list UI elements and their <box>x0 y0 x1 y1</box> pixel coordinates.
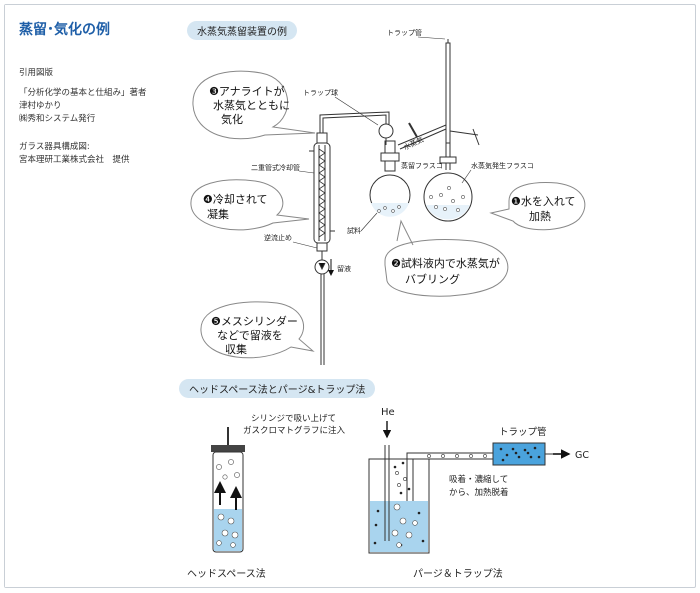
adsorb-line2: から、加熱脱着 <box>449 487 509 498</box>
callout-bubble-3: ❸アナライトが 水蒸気とともに 気化 <box>192 70 316 140</box>
syringe-line2: ガスクロマトグラフに注入 <box>243 425 346 436</box>
cite-line-1: 「分析化学の基本と仕組み」著者 <box>19 88 147 98</box>
label-distillate: 留液 <box>337 264 351 273</box>
gc-label: GC <box>575 450 589 461</box>
label-condenser: 二重管式冷却管 <box>251 163 300 172</box>
section2-title: ヘッドスペース法とパージ&トラップ法 <box>179 379 376 398</box>
trap-tube-label: トラップ管 <box>499 426 547 438</box>
cite-heading: 引用図版 <box>19 68 54 78</box>
bubble4-line1: ❹冷却されて <box>203 193 268 206</box>
condenser <box>313 142 331 244</box>
headspace-label: ヘッドスペース法 <box>187 567 266 580</box>
label-trap-bulb: トラップ球 <box>303 88 338 97</box>
callout-bubble-1: ❶水を入れて 加熱 <box>489 182 586 231</box>
bubble5-line1: ❺メスシリンダー <box>211 314 298 328</box>
he-label: He <box>381 407 395 418</box>
bubble2-line2: バブリング <box>405 272 460 286</box>
bubble1-line2: 加熱 <box>529 210 551 223</box>
bubble3-line2: 水蒸気とともに <box>213 98 290 112</box>
bubble3-line3: 気化 <box>221 112 243 126</box>
diagram-svg: トラップ管 トラップ球 二重管式冷却管 水蒸気 蒸留フラスコ 水蒸気発生フラスコ… <box>187 28 589 580</box>
glass-line: 宮本理研工業株式会社 提供 <box>19 155 130 165</box>
label-check-valve: 逆流止め <box>264 233 292 242</box>
label-steam: 水蒸気 <box>402 135 425 152</box>
callout-bubble-4: ❹冷却されて 凝集 <box>190 179 310 231</box>
headspace-vial <box>211 427 245 553</box>
trap-tube-shape <box>445 42 451 144</box>
bubble3-line1: ❸アナライトが <box>209 84 285 98</box>
sidebar: 蒸留･気化の例 引用図版 「分析化学の基本と仕組み」著者 津村ゆかり ㈱秀和シス… <box>5 5 173 587</box>
glass-heading: ガラス器具構成図: <box>19 142 90 152</box>
label-distillation-flask: 蒸留フラスコ <box>401 161 443 170</box>
purge-trap-label: パージ＆トラップ法 <box>413 567 503 580</box>
bubble1-line1: ❶水を入れて <box>511 195 576 208</box>
main-diagram: 水蒸気蒸留装置の例 ヘッドスペース法とパージ&トラップ法 <box>173 5 695 587</box>
figure-frame: 蒸留･気化の例 引用図版 「分析化学の基本と仕組み」著者 津村ゆかり ㈱秀和シス… <box>4 4 696 588</box>
cite-line-3: ㈱秀和システム発行 <box>19 114 96 124</box>
bubble5-line2: などで留液を <box>217 328 283 342</box>
sidebar-title: 蒸留･気化の例 <box>19 22 110 38</box>
section1-title: 水蒸気蒸留装置の例 <box>187 21 297 40</box>
flask-bubbles <box>377 186 465 213</box>
label-trap-tube: トラップ管 <box>387 28 422 37</box>
adsorb-line1: 吸着・濃縮して <box>449 474 508 485</box>
bubble5-line3: 収集 <box>225 342 247 356</box>
bubble4-line2: 凝集 <box>207 207 229 221</box>
label-sample: 試料 <box>347 226 361 235</box>
callout-bubble-2: ❷試料液内で水蒸気が バブリング <box>384 219 509 297</box>
syringe-line1: シリンジで吸い上げて <box>251 414 336 424</box>
callout-bubble-5: ❺メスシリンダー などで留液を 収集 <box>200 301 315 359</box>
trap-tube-box <box>492 442 546 466</box>
bubble2-line1: ❷試料液内で水蒸気が <box>391 256 500 270</box>
purge-trap-apparatus: He <box>368 407 571 554</box>
label-steam-gen-flask: 水蒸気発生フラスコ <box>471 161 534 170</box>
trap-bulb <box>378 123 394 139</box>
cite-line-2: 津村ゆかり <box>19 101 62 111</box>
